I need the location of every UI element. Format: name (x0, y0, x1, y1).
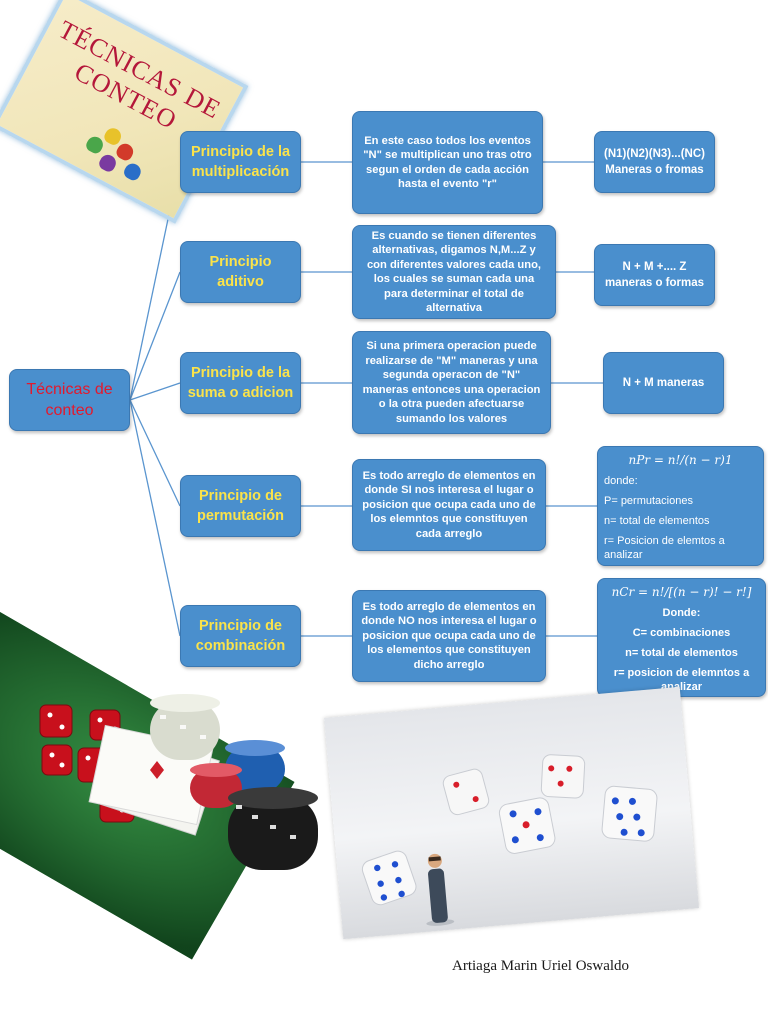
principle-node-aditivo: Principio aditivo (180, 241, 301, 303)
principle-label: Principio de combinación (195, 618, 286, 654)
principle-label: Principio de permutación (196, 488, 284, 524)
result-node-aditivo: N + M +.... Z maneras o formas (594, 244, 715, 306)
author-name: Artiaga Marin Uriel Oswaldo (452, 958, 630, 974)
formula-line: n= total de elementos (604, 515, 710, 527)
description-node-aditivo: Es cuando se tienen diferentes alternati… (352, 225, 556, 319)
principle-node-combinacion: Principio de combinación (180, 605, 301, 667)
formula-node-permutacion: nPr = n!/(n − r)1 donde: P= permutacione… (597, 446, 764, 566)
result-node-suma: N + M maneras (603, 352, 724, 414)
result-text: N + M +.... Z maneras o formas (604, 261, 705, 289)
description-node-permutacion: Es todo arreglo de elementos en donde SI… (352, 459, 546, 551)
description-text: Es todo arreglo de elementos en donde NO… (361, 600, 537, 671)
formula-line: r= Posicion de elemtos a analizar (604, 535, 725, 561)
root-label: Técnicas de conteo (26, 381, 113, 419)
principle-label: Principio de la multiplicación (190, 144, 291, 180)
description-node-suma: Si una primera operacion puede realizars… (352, 331, 551, 434)
formula-line: C= combinaciones (632, 627, 731, 639)
formula-line: P= permutaciones (604, 495, 693, 507)
description-text: En este caso todos los eventos "N" se mu… (363, 134, 532, 191)
formula-line: donde: (604, 475, 638, 487)
description-text: Si una primera operacion puede realizars… (362, 340, 541, 425)
result-text: (N1)(N2)(N3)...(NC) Maneras o fromas (604, 148, 705, 176)
principle-node-suma: Principio de la suma o adicion (180, 352, 301, 414)
connector-root-aditivo (129, 271, 181, 401)
principle-label: Principio aditivo (209, 254, 272, 290)
dice-figurine-photo (324, 686, 699, 940)
formula-line: Donde: (662, 607, 701, 619)
connector-root-permutacion (129, 399, 181, 507)
result-text: N + M maneras (622, 377, 705, 389)
principle-node-multiplicacion: Principio de la multiplicación (180, 131, 301, 193)
formula-equation: nPr = n!/(n − r)1 (628, 453, 733, 467)
formula-line: n= total de elementos (625, 647, 738, 659)
formula-node-combinacion: nCr = n!/[(n − r)! − r!] Donde: C= combi… (597, 578, 766, 697)
description-text: Es todo arreglo de elementos en donde SI… (362, 469, 536, 540)
root-node: Técnicas de conteo (9, 369, 130, 431)
description-node-multiplicacion: En este caso todos los eventos "N" se mu… (352, 111, 543, 214)
description-text: Es cuando se tienen diferentes alternati… (366, 229, 542, 315)
principle-node-permutacion: Principio de permutación (180, 475, 301, 537)
result-node-multiplicacion: (N1)(N2)(N3)...(NC) Maneras o fromas (594, 131, 715, 193)
principle-label: Principio de la suma o adicion (187, 365, 294, 401)
connector-root-combinacion (129, 399, 181, 637)
formula-equation: nCr = n!/[(n − r)! − r!] (611, 585, 752, 599)
description-node-combinacion: Es todo arreglo de elementos en donde NO… (352, 590, 546, 682)
connector-root-suma (129, 382, 181, 401)
